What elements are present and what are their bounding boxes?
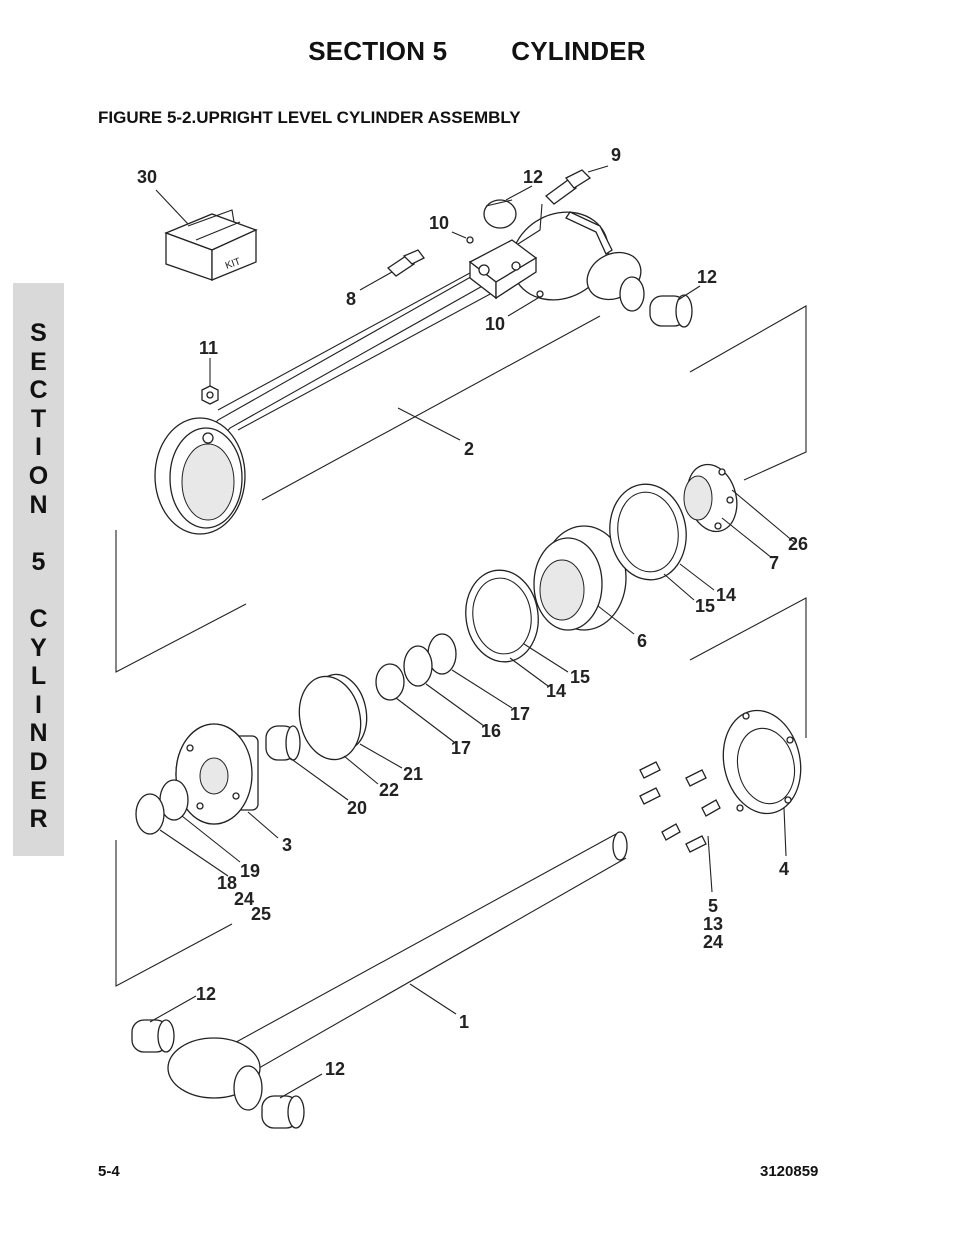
callout-12: 12 (697, 267, 717, 287)
page-number: 5-4 (98, 1163, 120, 1180)
side-tab-letter: E (30, 776, 47, 805)
callout-15: 15 (570, 667, 590, 687)
bolts-5 (639, 761, 721, 853)
callout-15: 15 (695, 596, 715, 616)
callout-7: 7 (769, 553, 779, 573)
callout-30: 30 (137, 167, 157, 187)
callout-24: 24 (234, 889, 254, 909)
valve-block (468, 203, 543, 300)
side-tab-letter: 5 (31, 547, 46, 576)
page-header: SECTION 5 CYLINDER (0, 36, 954, 67)
phantom-lines (115, 305, 807, 987)
side-tab-letter: I (35, 433, 42, 462)
spacer-20 (265, 725, 301, 761)
side-tab-letter: L (30, 662, 47, 691)
side-tab-letter: N (29, 719, 48, 748)
plug-10-lower (536, 290, 544, 298)
side-tab-letter: D (29, 747, 48, 776)
piston-6 (533, 525, 627, 631)
end-cap-7 (683, 463, 738, 533)
document-number: 3120859 (760, 1163, 819, 1180)
leader-lines (149, 165, 795, 1099)
callout-4: 4 (779, 859, 789, 879)
side-tab-letter: T (30, 404, 47, 433)
callout-12: 12 (523, 167, 543, 187)
side-tab-letter: Y (30, 633, 47, 662)
seal-14-15-left (465, 569, 539, 663)
side-tab-letter: R (29, 805, 48, 834)
callout-25: 25 (251, 904, 271, 924)
callout-14: 14 (716, 585, 736, 605)
bushing-right-lower (261, 1095, 305, 1129)
section-title: CYLINDER (511, 36, 646, 66)
bushing-right (649, 294, 693, 328)
callout-12: 12 (325, 1059, 345, 1079)
side-tab-letter: I (35, 690, 42, 719)
callout-13: 13 (703, 914, 723, 934)
kit-box: KIT (164, 209, 258, 281)
callout-22: 22 (379, 780, 399, 800)
ring-22 (298, 675, 362, 761)
head-3 (175, 723, 259, 825)
side-tab-letter: N (29, 490, 48, 519)
callout-8: 8 (346, 289, 356, 309)
callout-1: 1 (459, 1012, 469, 1032)
fitting-8 (386, 249, 425, 277)
ring-17-lower (375, 663, 405, 701)
kit-label: KIT (224, 256, 242, 272)
callout-12: 12 (196, 984, 216, 1004)
callout-21: 21 (403, 764, 423, 784)
bushing-left-lower (131, 1019, 175, 1053)
callout-19: 19 (240, 861, 260, 881)
callout-18: 18 (217, 873, 237, 893)
callout-10: 10 (429, 213, 449, 233)
figure-title: FIGURE 5-2.UPRIGHT LEVEL CYLINDER ASSEMB… (98, 108, 521, 127)
side-tab-letter: E (30, 347, 47, 376)
section-label: SECTION 5 (308, 36, 448, 66)
side-tab-letter: S (30, 319, 47, 347)
fitting-9 (545, 169, 592, 205)
callout-10: 10 (485, 314, 505, 334)
callout-9: 9 (611, 145, 621, 165)
callout-11: 11 (199, 338, 218, 358)
plug-10-upper (466, 236, 474, 244)
flange-4 (722, 709, 802, 815)
callout-6: 6 (637, 631, 647, 651)
rod-1 (167, 831, 628, 1111)
callout-26: 26 (788, 534, 808, 554)
cylinder-barrel (154, 211, 645, 535)
seal-14-15-right (609, 483, 687, 581)
callout-24: 24 (703, 932, 723, 952)
callout-5: 5 (708, 896, 718, 916)
callout-17: 17 (451, 738, 471, 758)
side-tab-letter: C (29, 604, 48, 633)
nut-11 (201, 385, 219, 405)
side-tab-letter: C (29, 376, 48, 405)
ring-18 (135, 793, 165, 835)
ring-16 (403, 645, 433, 687)
callout-2: 2 (464, 439, 474, 459)
callout-3: 3 (282, 835, 292, 855)
callout-17: 17 (510, 704, 530, 724)
callout-16: 16 (481, 721, 501, 741)
bushing-upper (483, 199, 517, 229)
side-tab-letter: O (28, 461, 49, 490)
section-side-tab[interactable]: S E C T I O N 5 C Y L I N D E R (13, 283, 64, 856)
callout-20: 20 (347, 798, 367, 818)
callout-14: 14 (546, 681, 566, 701)
